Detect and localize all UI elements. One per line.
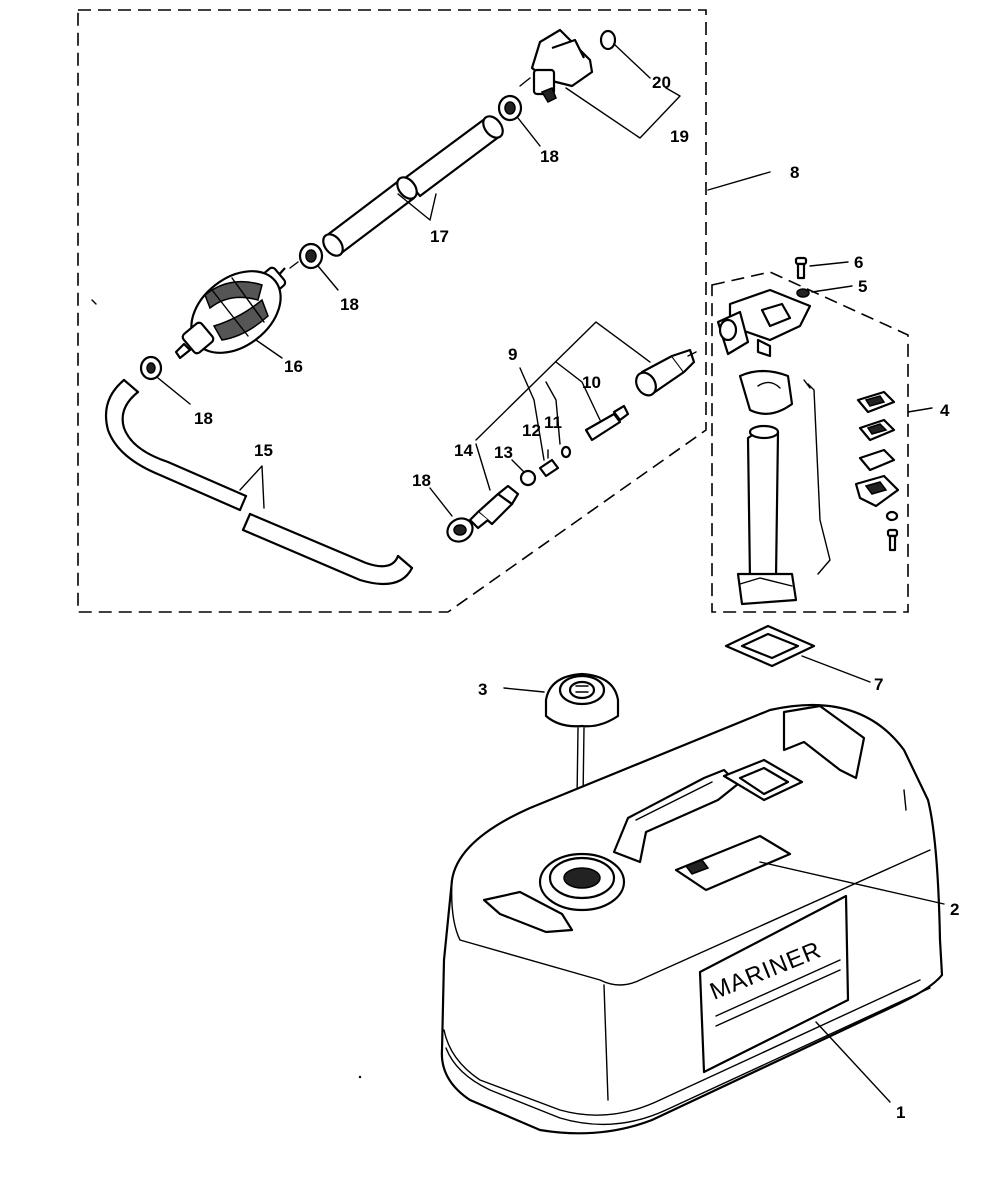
screw bbox=[794, 256, 808, 280]
callout-16: 16 bbox=[284, 357, 303, 376]
hose-fitting bbox=[468, 484, 520, 530]
fuel-hose-lower bbox=[104, 378, 414, 586]
valve-stem bbox=[584, 404, 630, 442]
callout-17: 17 bbox=[430, 227, 449, 246]
check-valve bbox=[538, 449, 560, 478]
callout-6: 6 bbox=[854, 253, 863, 272]
hose-clamp-3 bbox=[139, 355, 163, 381]
fuel-hose-upper bbox=[322, 115, 504, 257]
callout-2: 2 bbox=[950, 900, 959, 919]
fuel-tank: MARINER bbox=[440, 703, 944, 1135]
o-ring bbox=[599, 29, 617, 51]
callout-19: 19 bbox=[670, 127, 689, 146]
hose-connector bbox=[635, 348, 697, 397]
callout-10: 10 bbox=[582, 373, 601, 392]
callout-18-lower: 18 bbox=[412, 471, 431, 490]
fuel-pickup-assembly bbox=[716, 288, 900, 606]
callout-7: 7 bbox=[874, 675, 883, 694]
hose-clamp-2 bbox=[289, 242, 324, 270]
callout-11: 11 bbox=[544, 413, 562, 432]
callout-4: 4 bbox=[940, 401, 950, 420]
callout-18-left: 18 bbox=[194, 409, 213, 428]
callout-18-middle: 18 bbox=[340, 295, 359, 314]
tank-connector bbox=[519, 28, 594, 103]
callout-13: 13 bbox=[494, 443, 513, 462]
callout-labels: 1 2 3 4 5 6 7 8 9 10 11 12 13 14 15 16 1… bbox=[194, 73, 959, 1122]
callout-8: 8 bbox=[790, 163, 799, 182]
callout-15: 15 bbox=[254, 441, 273, 460]
callout-3: 3 bbox=[478, 680, 487, 699]
callout-1: 1 bbox=[896, 1103, 905, 1122]
leader-lines bbox=[157, 43, 945, 1103]
callout-5: 5 bbox=[858, 277, 867, 296]
callout-9: 9 bbox=[508, 345, 517, 364]
pickup-assembly-boundary bbox=[711, 271, 909, 613]
scan-marks bbox=[91, 299, 362, 1079]
fuel-line-assembly-boundary bbox=[77, 9, 707, 613]
hose-clamp-4 bbox=[446, 517, 474, 543]
callout-14: 14 bbox=[454, 441, 473, 460]
seal bbox=[560, 445, 572, 459]
hose-clamp-1 bbox=[497, 94, 523, 122]
lock-washer bbox=[796, 288, 810, 298]
bushing bbox=[519, 469, 537, 487]
callout-18-top: 18 bbox=[540, 147, 559, 166]
primer-bulb bbox=[174, 266, 287, 360]
pickup-gasket bbox=[724, 624, 816, 668]
callout-12: 12 bbox=[522, 421, 541, 440]
callout-20: 20 bbox=[652, 73, 671, 92]
